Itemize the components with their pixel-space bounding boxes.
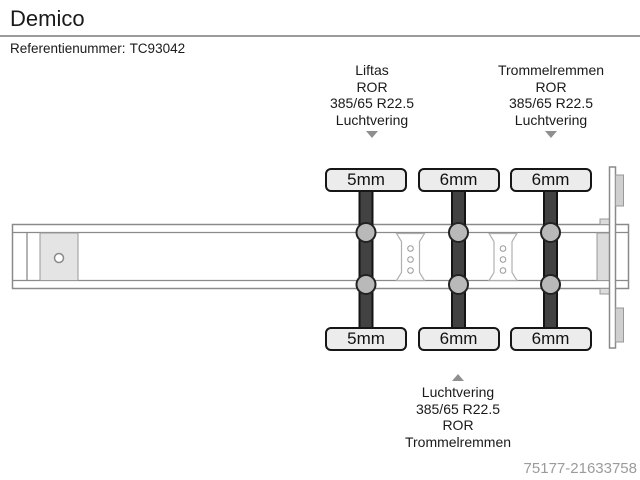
- annotation-line: ROR: [442, 417, 474, 433]
- arrow-down-icon: [366, 131, 378, 138]
- annotation-line: 385/65 R22.5: [508, 95, 594, 111]
- tire-tread-label-axle3-top: 6mm: [509, 168, 592, 192]
- annotation-line: Liftas: [355, 62, 389, 78]
- arrow-down-icon: [545, 131, 557, 138]
- page-title: Demico: [10, 6, 85, 31]
- tire-tread-label-axle3-bottom: 6mm: [509, 327, 592, 351]
- annotation-line: ROR: [535, 78, 567, 95]
- annotation-line: 385/65 R22.5: [329, 95, 415, 111]
- axle-3: [540, 180, 561, 338]
- rear-marker-top: [615, 174, 624, 207]
- arrow-up-icon: [452, 374, 464, 381]
- rear-marker-bottom: [615, 307, 624, 343]
- air-bellow: [448, 274, 469, 295]
- axle-annotation-bottom: Luchtvering 385/65 R22.5 ROR Trommelremm…: [358, 374, 558, 450]
- kingpin: [53, 252, 65, 264]
- reference-label: Referentienummer:: [10, 41, 126, 56]
- air-bellow: [540, 222, 561, 243]
- tire-tread-label-axle1-top: 5mm: [325, 168, 407, 192]
- axle-annotation-liftas: Liftas ROR 385/65 R22.5 Luchtvering: [272, 62, 472, 138]
- header-divider: [0, 35, 640, 37]
- watermark-id: 75177-21633758: [523, 460, 637, 477]
- axle-2: [448, 180, 469, 338]
- reference-number: Referentienummer:TC93042: [10, 41, 185, 56]
- annotation-line: 385/65 R22.5: [415, 400, 501, 417]
- chassis-frame: [11, 223, 630, 290]
- annotation-line: Trommelremmen: [497, 62, 605, 78]
- tire-tread-label-axle2-top: 6mm: [417, 168, 500, 192]
- annotation-line: Luchtvering: [514, 111, 588, 128]
- tire-tread-label-axle1-bottom: 5mm: [325, 327, 407, 351]
- air-bellow: [355, 274, 377, 295]
- annotation-line: Luchtvering: [335, 111, 409, 128]
- cross-member: [487, 232, 519, 282]
- air-bellow: [448, 222, 469, 243]
- kingpin-plate: [39, 232, 79, 281]
- axle-annotation-trommelremmen: Trommelremmen ROR 385/65 R22.5 Luchtveri…: [451, 62, 640, 138]
- cross-member: [395, 232, 426, 282]
- annotation-line: Trommelremmen: [404, 433, 512, 450]
- air-bellow: [355, 222, 377, 243]
- reference-value: TC93042: [129, 41, 186, 56]
- axle-1: [355, 180, 377, 338]
- rear-bumper-bar: [608, 166, 624, 349]
- tire-tread-label-axle2-bottom: 6mm: [417, 327, 500, 351]
- air-bellow: [540, 274, 561, 295]
- annotation-line: Luchtvering: [421, 384, 495, 400]
- annotation-line: ROR: [356, 78, 388, 95]
